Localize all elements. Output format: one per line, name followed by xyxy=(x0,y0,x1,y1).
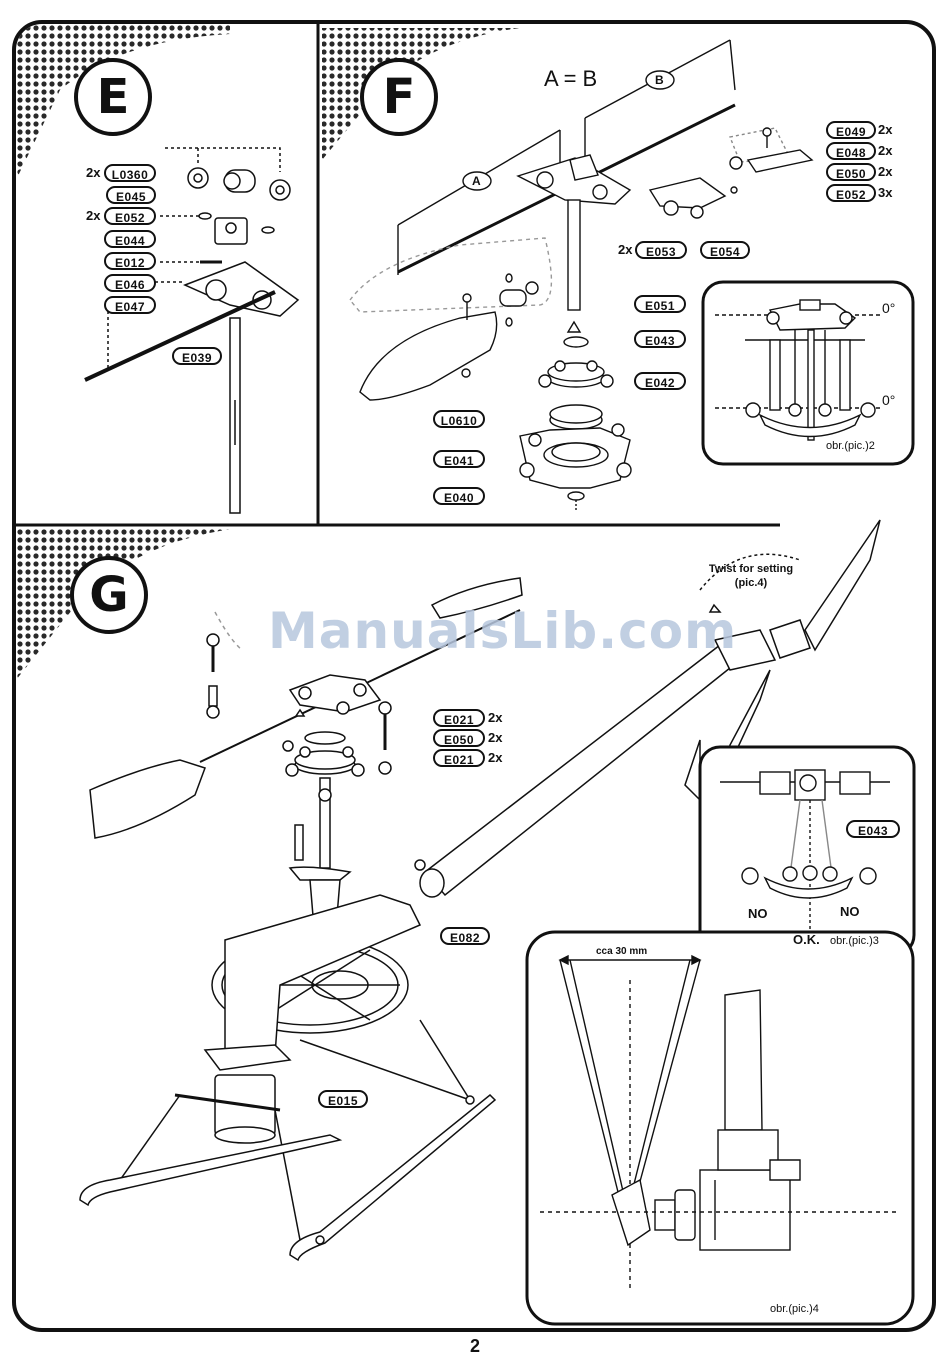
pic4-caption: obr.(pic.)4 xyxy=(770,1303,819,1315)
g-e082-code: E082 xyxy=(440,927,490,945)
f-top-2-qty: 2x xyxy=(878,164,892,179)
f-top-2-code: E050 xyxy=(826,163,876,181)
pic3-code: E043 xyxy=(846,820,900,838)
f-top-1-code: E048 xyxy=(826,142,876,160)
f-mid-0-code: E053 xyxy=(635,241,687,259)
g-twist-note: Twist for setting (pic.4) xyxy=(706,562,796,590)
e-part-2-code: E052 xyxy=(104,207,156,225)
e-part-0-code: L0360 xyxy=(104,164,156,182)
f-stack-1-code: E043 xyxy=(634,330,686,348)
f-stack-5-code: E040 xyxy=(433,487,485,505)
e-part-1-code: E045 xyxy=(106,186,156,204)
g-part-0-qty: 2x xyxy=(488,710,502,725)
f-stack-0-code: E051 xyxy=(634,295,686,313)
g-part-1-qty: 2x xyxy=(488,730,502,745)
f-top-3-code: E052 xyxy=(826,184,876,202)
g-part-2-code: E021 xyxy=(433,749,485,767)
f-equation: A = B xyxy=(544,66,597,92)
f-stack-4-code: E041 xyxy=(433,450,485,468)
page-number: 2 xyxy=(0,1336,950,1357)
e-part-6-code: E047 xyxy=(104,296,156,314)
g-part-2-qty: 2x xyxy=(488,750,502,765)
pic2-angle-top: 0° xyxy=(882,300,895,316)
e-part-4-code: E012 xyxy=(104,252,156,270)
f-label-a: A xyxy=(472,174,481,188)
pic2-angle-bottom: 0° xyxy=(882,392,895,408)
f-top-0-code: E049 xyxy=(826,121,876,139)
f-top-3-qty: 3x xyxy=(878,185,892,200)
section-letter-f: F xyxy=(360,58,438,136)
g-part-1-code: E050 xyxy=(433,729,485,747)
watermark: ManualsLib.com xyxy=(268,602,737,660)
f-mid-0-qty: 2x xyxy=(618,242,632,257)
pic2-caption: obr.(pic.)2 xyxy=(826,440,875,452)
g-part-0-code: E021 xyxy=(433,709,485,727)
f-mid-1-code: E054 xyxy=(700,241,750,259)
section-letter-e: E xyxy=(74,58,152,136)
pic3-no-right: NO xyxy=(840,904,860,919)
g-e015-code: E015 xyxy=(318,1090,368,1108)
e-part-3-code: E044 xyxy=(104,230,156,248)
pic3-caption: obr.(pic.)3 xyxy=(830,935,879,947)
f-stack-2-code: E042 xyxy=(634,372,686,390)
f-label-b: B xyxy=(655,73,664,87)
e-part-7-code: E039 xyxy=(172,347,222,365)
pic3-no-left: NO xyxy=(748,906,768,921)
pic4-dimension: cca 30 mm xyxy=(596,946,647,957)
f-top-0-qty: 2x xyxy=(878,122,892,137)
e-part-5-code: E046 xyxy=(104,274,156,292)
f-top-1-qty: 2x xyxy=(878,143,892,158)
e-part-2-qty: 2x xyxy=(86,208,100,223)
f-stack-3-code: L0610 xyxy=(433,410,485,428)
pic3-ok: O.K. xyxy=(793,932,820,947)
section-letter-g: G xyxy=(70,556,148,634)
e-part-0-qty: 2x xyxy=(86,165,100,180)
